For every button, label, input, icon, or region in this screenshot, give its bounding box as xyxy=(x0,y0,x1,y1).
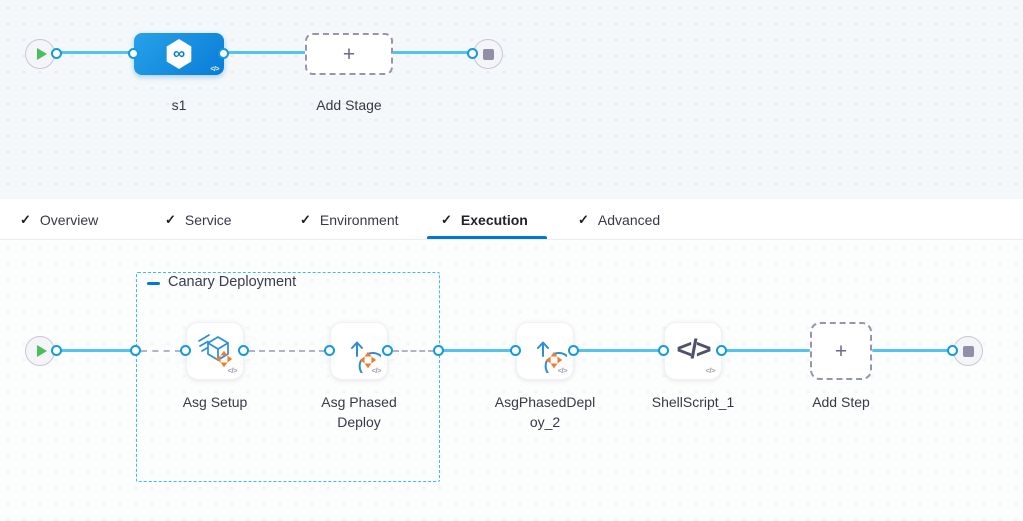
connector xyxy=(224,51,306,54)
plus-icon: + xyxy=(834,339,848,363)
add-stage-label: Add Stage xyxy=(316,97,382,113)
tab-label: Overview xyxy=(39,211,99,228)
check-icon: ✓ xyxy=(300,211,311,227)
port[interactable] xyxy=(218,48,229,59)
code-badge-icon: </> xyxy=(210,66,219,73)
port[interactable] xyxy=(382,345,393,356)
connector xyxy=(55,349,136,352)
dashed-connector xyxy=(393,350,434,352)
connector xyxy=(392,51,474,54)
step-label: AsgPhasedDeploy_2 xyxy=(494,394,596,430)
pipeline-start-node xyxy=(25,39,55,69)
tab-label: Service xyxy=(184,211,232,228)
step-label: ShellScript_1 xyxy=(651,394,735,410)
dashed-connector xyxy=(249,350,325,352)
step-node-asg-phased-deploy-2[interactable]: </> xyxy=(516,322,574,380)
connector xyxy=(722,349,810,352)
asg-setup-icon xyxy=(198,334,233,368)
code-badge-icon: </> xyxy=(705,366,716,375)
plus-icon: + xyxy=(342,42,356,66)
connector xyxy=(55,51,135,54)
asg-phased-deploy-icon xyxy=(351,341,381,373)
stage-canvas[interactable]: ∞ </> + s1 Add Stage xyxy=(0,0,1023,199)
port[interactable] xyxy=(947,345,958,356)
execution-canvas[interactable]: Canary Deployment xyxy=(0,240,1023,521)
asg-phased-deploy-icon xyxy=(537,341,567,373)
stage-config-tabbar: ✓ Overview ✓ Service ✓ Environment ✓ Exe… xyxy=(0,199,1023,240)
stop-icon xyxy=(482,48,494,60)
shell-script-icon: </> xyxy=(676,333,711,364)
play-icon xyxy=(36,345,47,357)
port[interactable] xyxy=(51,48,62,59)
step-node-shellscript-1[interactable]: </> </> xyxy=(664,322,722,380)
check-icon: ✓ xyxy=(578,211,589,227)
step-label: Asg Phased Deploy xyxy=(321,394,397,430)
code-badge-icon: </> xyxy=(371,366,382,375)
add-step-label: Add Step xyxy=(812,394,870,410)
port[interactable] xyxy=(716,345,727,356)
port[interactable] xyxy=(180,345,191,356)
tab-label: Environment xyxy=(319,211,399,228)
port[interactable] xyxy=(128,48,139,59)
code-badge-icon: </> xyxy=(557,366,568,375)
add-stage-button[interactable]: + xyxy=(305,33,393,75)
stage-node-s1[interactable]: ∞ </> xyxy=(134,33,224,75)
tab-execution[interactable]: ✓ Execution xyxy=(441,199,528,240)
tab-advanced[interactable]: ✓ Advanced xyxy=(578,199,660,240)
step-label: Asg Setup xyxy=(182,394,248,410)
port[interactable] xyxy=(130,345,141,356)
tab-label: Advanced xyxy=(597,211,661,228)
tab-environment[interactable]: ✓ Environment xyxy=(300,199,399,240)
harness-cd-stage-icon: ∞ xyxy=(166,39,192,69)
step-group-label: Canary Deployment xyxy=(168,274,297,290)
play-icon xyxy=(36,48,47,60)
dashed-connector xyxy=(141,350,181,352)
active-tab-underline xyxy=(427,236,547,239)
code-badge-icon: </> xyxy=(227,366,238,375)
step-node-asg-phased-deploy[interactable]: </> xyxy=(330,322,388,380)
port[interactable] xyxy=(238,345,249,356)
tab-overview[interactable]: ✓ Overview xyxy=(20,199,98,240)
stop-icon xyxy=(962,345,974,357)
step-node-asg-setup[interactable]: </> xyxy=(186,322,244,380)
port[interactable] xyxy=(467,48,478,59)
connector xyxy=(574,349,664,352)
step-group-canary-deployment[interactable] xyxy=(136,272,440,482)
check-icon: ✓ xyxy=(20,211,31,227)
port[interactable] xyxy=(433,345,444,356)
stage-label: s1 xyxy=(171,97,187,113)
connector xyxy=(872,349,953,352)
pipeline-end-node xyxy=(473,39,503,69)
port[interactable] xyxy=(658,345,669,356)
port[interactable] xyxy=(568,345,579,356)
tab-service[interactable]: ✓ Service xyxy=(165,199,232,240)
check-icon: ✓ xyxy=(165,211,176,227)
port[interactable] xyxy=(510,345,521,356)
check-icon: ✓ xyxy=(441,211,452,227)
port[interactable] xyxy=(51,345,62,356)
collapse-group-icon[interactable] xyxy=(147,282,160,285)
connector xyxy=(439,349,516,352)
tab-label: Execution xyxy=(460,211,528,228)
add-step-button[interactable]: + xyxy=(810,322,872,380)
port[interactable] xyxy=(324,345,335,356)
